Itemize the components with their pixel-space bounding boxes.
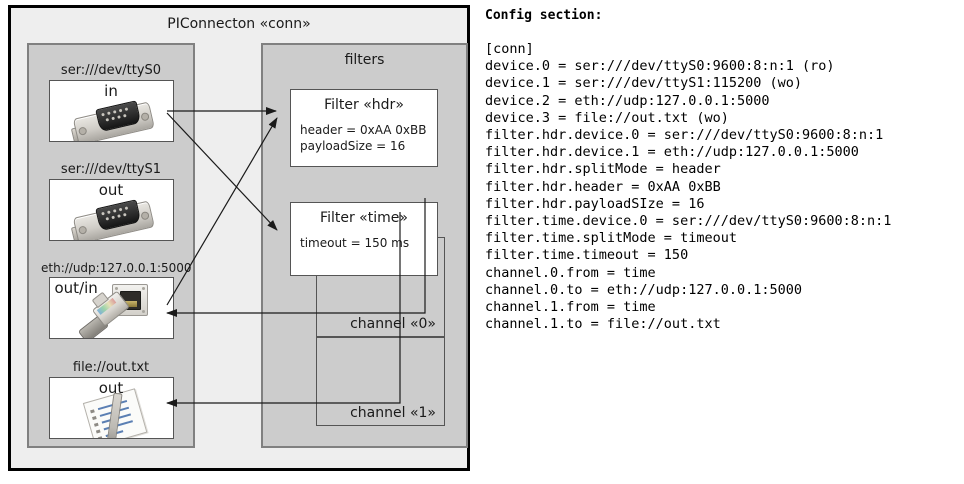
config-line: filter.hdr.payloadSIze = 16: [485, 195, 705, 212]
device-label: ser:///dev/ttyS1: [60, 162, 162, 177]
device-serial-1[interactable]: ser:///dev/ttyS1 out: [41, 162, 181, 241]
device-box[interactable]: out: [48, 179, 174, 241]
filter-attr: timeout = 150 ms: [300, 236, 410, 250]
connector-diagram: PIConnecton «conn» ser:///dev/ttyS0 in: [0, 0, 478, 484]
config-section: Config section: [conn]device.0 = ser:///…: [482, 0, 964, 484]
config-line: channel.1.to = file://out.txt: [485, 316, 721, 333]
diagram-title: PIConnecton «conn»: [167, 16, 311, 32]
filters-group: filters channel «0» channel «1» Filter «…: [261, 43, 468, 448]
channel-label: channel «0»: [350, 316, 436, 332]
config-line: channel.1.from = time: [485, 299, 656, 316]
config-line: filter.hdr.splitMode = header: [485, 161, 721, 178]
serial-port-icon: [66, 189, 159, 240]
config-line: filter.time.timeout = 150: [485, 247, 689, 264]
config-line: device.3 = file://out.txt (wo): [485, 109, 729, 126]
filter-hdr-box[interactable]: Filter «hdr» header = 0xAA 0xBB payloadS…: [290, 89, 438, 167]
config-heading: Config section:: [485, 8, 603, 23]
device-serial-0[interactable]: ser:///dev/ttyS0 in: [41, 63, 181, 142]
device-box[interactable]: in: [48, 80, 174, 142]
filters-group-title: filters: [344, 52, 385, 68]
device-file[interactable]: file://out.txt out: [41, 360, 181, 439]
device-direction: out/in: [54, 279, 98, 297]
serial-port-icon: [66, 90, 159, 141]
config-line: device.2 = eth://udp:127.0.0.1:5000: [485, 92, 770, 109]
device-direction: out: [98, 181, 124, 199]
channel-1-box[interactable]: channel «1»: [316, 337, 445, 426]
config-line: device.1 = ser:///dev/ttyS1:115200 (wo): [485, 75, 802, 92]
config-line: channel.0.to = eth://udp:127.0.0.1:5000: [485, 281, 802, 298]
config-line: [conn]: [485, 41, 534, 57]
piconnector-container: PIConnecton «conn» ser:///dev/ttyS0 in: [8, 5, 470, 471]
config-line: device.0 = ser:///dev/ttyS0:9600:8:n:1 (…: [485, 58, 835, 75]
device-label: ser:///dev/ttyS0: [60, 63, 162, 78]
filter-time-box[interactable]: Filter «time» timeout = 150 ms: [290, 202, 438, 276]
filter-attr: payloadSize = 16: [300, 139, 406, 153]
file-document-icon: [82, 387, 152, 438]
device-box[interactable]: out: [48, 377, 174, 439]
filter-attrs: header = 0xAA 0xBB payloadSize = 16: [291, 122, 437, 154]
device-box[interactable]: out/in: [48, 277, 174, 339]
channel-label: channel «1»: [350, 405, 436, 421]
device-label: file://out.txt: [72, 360, 150, 375]
config-line: filter.time.splitMode = timeout: [485, 230, 737, 247]
device-direction: in: [104, 82, 118, 100]
filter-title: Filter «time»: [320, 210, 408, 226]
config-line: filter.hdr.device.0 = ser:///dev/ttyS0:9…: [485, 127, 884, 144]
filter-attrs: timeout = 150 ms: [291, 235, 437, 251]
config-lines: [conn]device.0 = ser:///dev/ttyS0:9600:8…: [485, 41, 891, 333]
devices-group: ser:///dev/ttyS0 in: [27, 43, 195, 448]
device-ethernet[interactable]: eth://udp:127.0.0.1:5000 out/in: [41, 261, 192, 339]
filter-title: Filter «hdr»: [324, 97, 404, 113]
config-line: filter.time.device.0 = ser:///dev/ttyS0:…: [485, 213, 892, 230]
config-line: filter.hdr.device.1 = eth://udp:127.0.0.…: [485, 144, 859, 161]
config-line: filter.hdr.header = 0xAA 0xBB: [485, 178, 721, 195]
filter-attr: header = 0xAA 0xBB: [300, 123, 427, 137]
device-label: eth://udp:127.0.0.1:5000: [41, 261, 192, 275]
config-line: channel.0.from = time: [485, 264, 656, 281]
